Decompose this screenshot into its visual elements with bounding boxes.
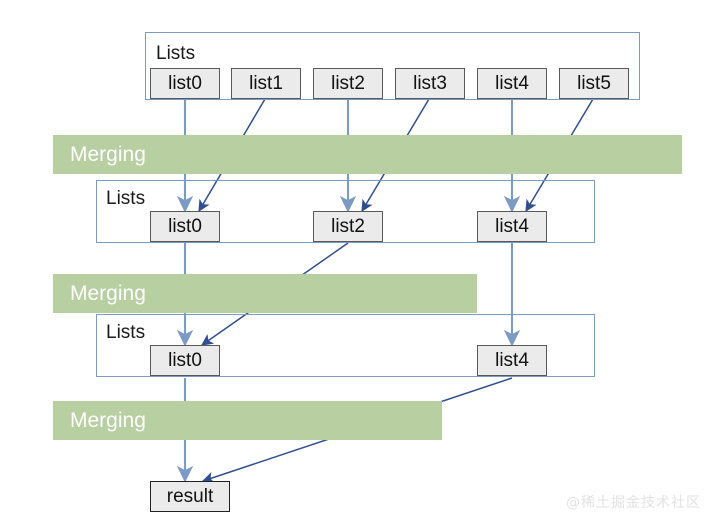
- merging-band-1-label: Merging: [70, 143, 146, 166]
- chip-level1-list0[interactable]: list0: [150, 211, 220, 242]
- chip-level2-list4[interactable]: list4: [477, 345, 547, 376]
- chip-level0-list5[interactable]: list5: [559, 68, 629, 99]
- chip-level0-list0[interactable]: list0: [150, 68, 220, 99]
- chip-level0-list2[interactable]: list2: [313, 68, 383, 99]
- chip-result[interactable]: result: [150, 481, 230, 512]
- chip-level1-list2[interactable]: list2: [313, 211, 383, 242]
- lists-group-level-0: [145, 32, 640, 100]
- chip-level0-list3[interactable]: list3: [395, 68, 465, 99]
- lists-group-level-2: [96, 314, 595, 377]
- chip-level2-list0[interactable]: list0: [150, 345, 220, 376]
- merging-band-2-label: Merging: [70, 282, 146, 305]
- watermark: @稀土掘金技术社区: [566, 495, 701, 511]
- lists-label-level-2: Lists: [106, 322, 146, 343]
- lists-label-level-0: Lists: [156, 43, 196, 64]
- chip-level1-list4[interactable]: list4: [477, 211, 547, 242]
- merging-band-3: Merging: [53, 401, 442, 440]
- chip-level0-list1[interactable]: list1: [231, 68, 301, 99]
- chip-level0-list4[interactable]: list4: [477, 68, 547, 99]
- lists-label-level-1: Lists: [106, 188, 146, 209]
- lists-group-level-1: [96, 180, 595, 243]
- merging-band-1: Merging: [53, 135, 682, 174]
- merging-band-3-label: Merging: [70, 409, 146, 432]
- merging-band-2: Merging: [53, 274, 477, 313]
